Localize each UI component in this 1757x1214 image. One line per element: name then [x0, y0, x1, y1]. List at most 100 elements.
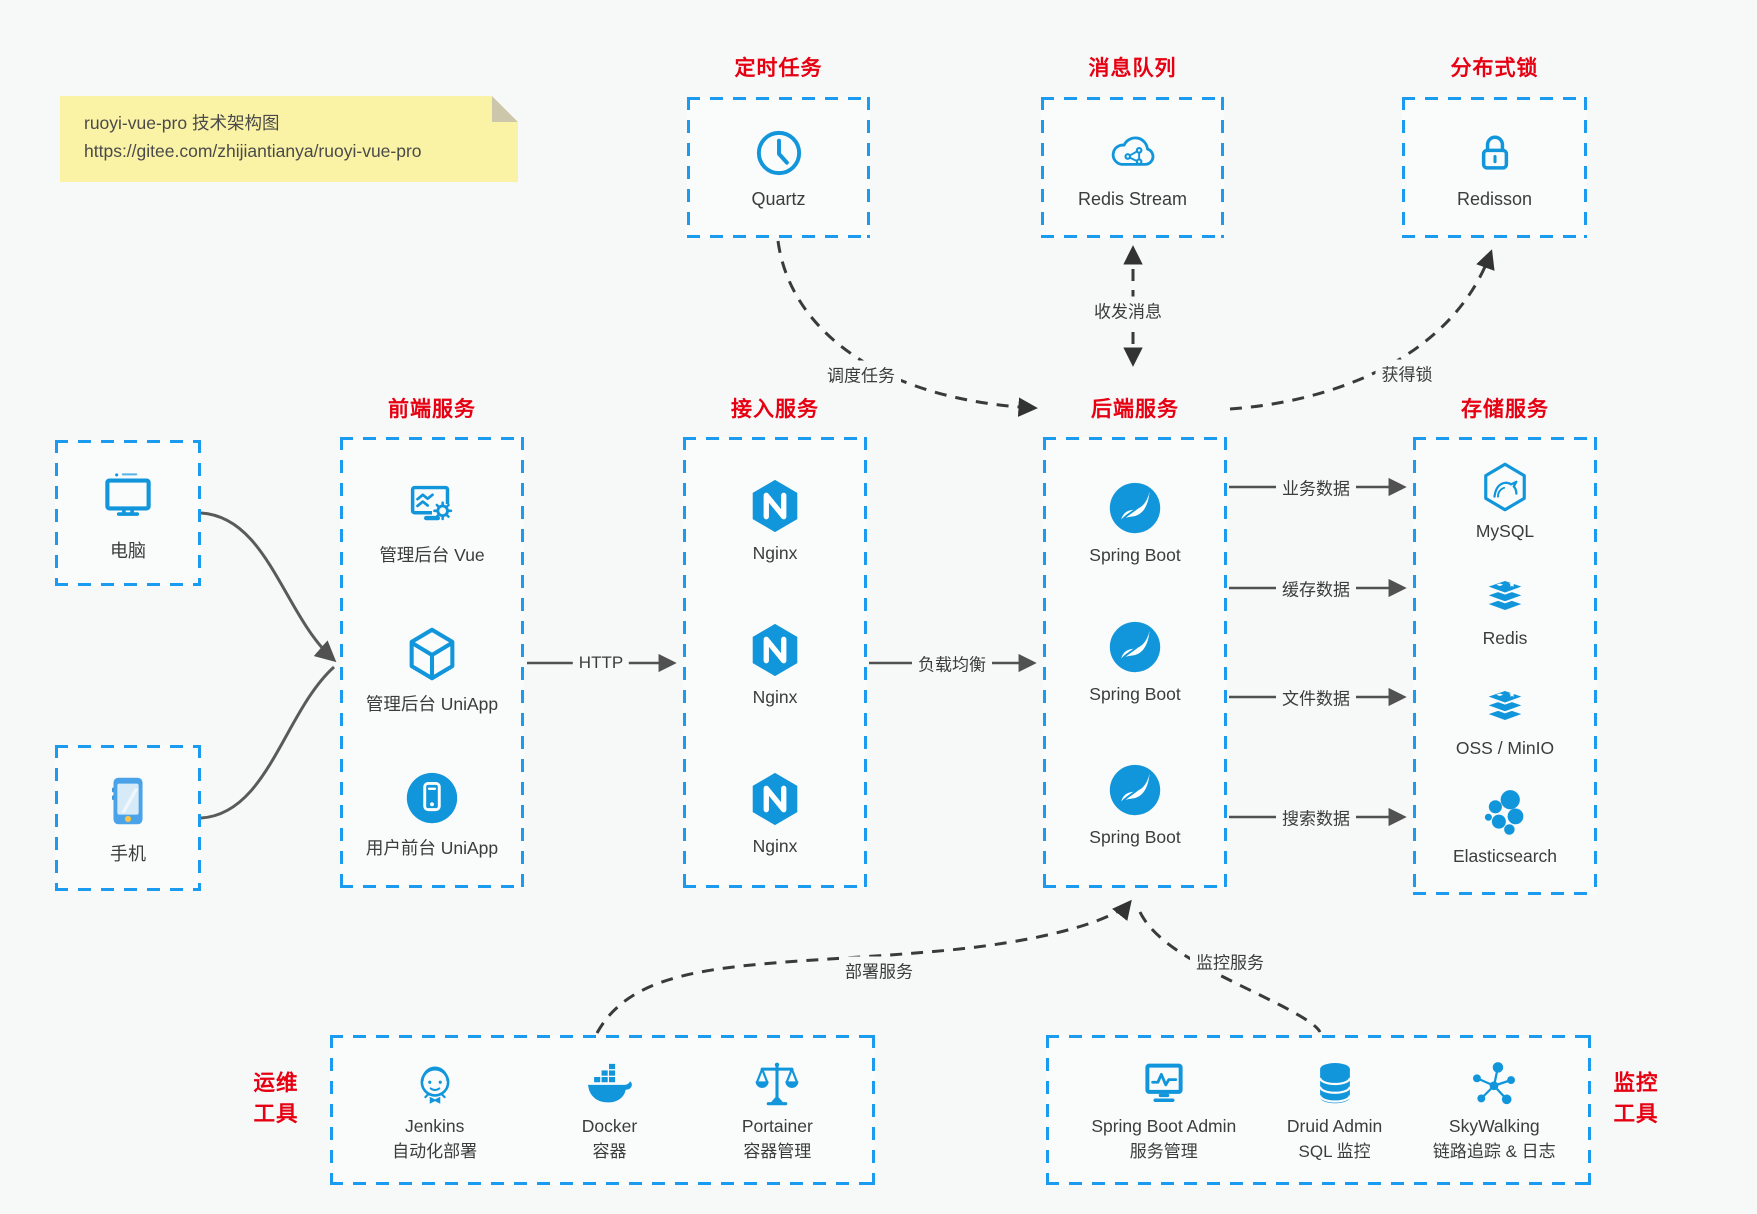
title-backend: 后端服务 [1091, 398, 1179, 421]
note-fold-cut [492, 96, 518, 122]
edge-label-schedule-task: 调度任务 [821, 360, 901, 388]
spring-boot-icon [1109, 482, 1161, 534]
jenkins-icon [420, 1066, 450, 1104]
monitor-tools-box: Spring Boot Admin 服务管理 Druid Admin SQL 监… [1046, 1035, 1591, 1185]
title-frontend: 前端服务 [388, 398, 476, 421]
edge-label-file-data: 文件数据 [1276, 683, 1356, 711]
edge-phone-to-frontend [200, 665, 336, 820]
item-label: OSS / MinIO [1455, 738, 1555, 758]
title-message-queue: 消息队列 [1088, 57, 1177, 80]
redis-stream-box: Redis Stream [1041, 97, 1224, 238]
lock-icon [1481, 135, 1508, 170]
tool-desc: 链路追踪 & 日志 [1432, 1142, 1556, 1161]
tool-desc: 自动化部署 [392, 1142, 478, 1161]
title-scheduled-task: 定时任务 [734, 57, 823, 80]
druid-icon [1318, 1063, 1351, 1104]
tool-name: Druid Admin [1286, 1116, 1383, 1136]
edge-label-cache-data: 缓存数据 [1276, 574, 1356, 602]
tool-desc: 容器 [592, 1142, 627, 1161]
portainer-icon [755, 1062, 799, 1106]
backend-item-springboot-1: Spring Boot [1043, 477, 1227, 566]
monitor-tools-title-line2: 工具 [1613, 1102, 1659, 1126]
item-label: 用户前台 UniApp [365, 838, 499, 858]
cloud-share-icon [1111, 136, 1154, 166]
edge-label-load-balance: 负载均衡 [912, 649, 992, 677]
edge-monitor-service [1138, 911, 1322, 1033]
tool-name: Portainer [741, 1116, 813, 1136]
spring-boot-admin-icon [1145, 1063, 1183, 1102]
docker-icon [588, 1063, 633, 1103]
tool-item-druid: Druid Admin SQL 监控 [1287, 1056, 1382, 1164]
note-title: ruoyi-vue-pro 技术架构图 [84, 113, 280, 133]
mysql-icon [1484, 462, 1526, 512]
frontend-item-admin-vue: 管理后台 Vue [340, 474, 524, 567]
smartphone-icon [112, 777, 143, 825]
storage-item-oss-minio: OSS / MinIO [1413, 676, 1597, 759]
tool-item-spring-boot-admin: Spring Boot Admin 服务管理 [1091, 1056, 1236, 1164]
ops-tools-title-line2: 工具 [253, 1102, 299, 1126]
ops-tools-title: 运维 工具 [240, 1068, 312, 1130]
tool-desc: 容器管理 [743, 1142, 812, 1161]
storage-item-redis: Redis [1413, 566, 1597, 649]
item-label: Nginx [752, 687, 798, 707]
monitor-tools-title-line1: 监控 [1613, 1071, 1659, 1095]
item-label: Spring Boot [1089, 684, 1181, 704]
redis-icon [1484, 579, 1526, 613]
gateway-item-nginx-2: Nginx [683, 619, 867, 708]
edge-label-deploy-service: 部署服务 [839, 956, 919, 984]
item-label: 管理后台 UniApp [365, 694, 499, 714]
item-label: Nginx [752, 543, 798, 563]
edge-acquire-lock [1229, 249, 1495, 411]
elasticsearch-icon [1484, 790, 1524, 835]
backend-box: Spring Boot Spring Boot Spring Boot [1043, 437, 1227, 888]
tool-desc: SQL 监控 [1298, 1142, 1371, 1161]
frontend-item-user-uniapp: 用户前台 UniApp [340, 767, 524, 860]
admin-vue-icon [410, 485, 453, 521]
item-label: MySQL [1475, 521, 1535, 541]
phone-client-box: 手机 [55, 745, 201, 891]
skywalking-icon [1473, 1062, 1516, 1105]
item-label: 管理后台 Vue [379, 545, 485, 565]
edge-label-acquire-lock: 获得锁 [1375, 359, 1439, 387]
gateway-box: Nginx Nginx Nginx [683, 437, 867, 888]
title-storage: 存储服务 [1461, 398, 1549, 421]
frontend-item-admin-uniapp: 管理后台 UniApp [340, 623, 524, 716]
note-url: https://gitee.com/zhijiantianya/ruoyi-vu… [84, 141, 422, 161]
edge-label-monitor-service: 监控服务 [1190, 947, 1270, 975]
redisson-box: Redisson [1402, 97, 1587, 238]
item-label: Spring Boot [1089, 827, 1181, 847]
spring-boot-icon [1109, 621, 1161, 673]
title-gateway: 接入服务 [731, 398, 819, 421]
edge-label-business-data: 业务数据 [1276, 473, 1356, 501]
monitor-tools-title: 监控 工具 [1600, 1068, 1672, 1130]
tool-name: Docker [581, 1116, 638, 1136]
gateway-item-nginx-3: Nginx [683, 768, 867, 857]
title-distributed-lock: 分布式锁 [1450, 57, 1539, 80]
user-uniapp-icon [406, 772, 458, 824]
desktop-icon [105, 473, 151, 516]
item-label: Nginx [752, 836, 798, 856]
oss-minio-icon [1484, 689, 1526, 723]
edge-label-http: HTTP [572, 652, 630, 674]
storage-item-mysql: MySQL [1413, 459, 1597, 542]
client-label: 手机 [110, 844, 146, 864]
spring-boot-icon [1109, 764, 1161, 816]
tool-item-portainer: Portainer 容器管理 [742, 1056, 813, 1164]
frontend-box: 管理后台 Vue 管理后台 UniApp 用户前台 UniApp [340, 437, 524, 888]
item-label: Spring Boot [1089, 545, 1181, 565]
tool-desc: 服务管理 [1129, 1142, 1198, 1161]
edge-pc-to-frontend [200, 511, 337, 663]
tool-item-skywalking: SkyWalking 链路追踪 & 日志 [1433, 1056, 1556, 1164]
sticky-note: ruoyi-vue-pro 技术架构图 https://gitee.com/zh… [60, 96, 518, 182]
gateway-item-nginx-1: Nginx [683, 475, 867, 564]
edge-schedule-task [776, 240, 1038, 417]
item-label: Quartz [751, 189, 806, 209]
edge-label-send-receive-message: 收发消息 [1088, 296, 1168, 324]
nginx-icon [752, 772, 798, 826]
storage-box: MySQL Redis OSS / MinIO Elasticsearch [1413, 437, 1597, 895]
storage-item-elasticsearch: Elasticsearch [1413, 784, 1597, 867]
ops-tools-title-line1: 运维 [253, 1071, 299, 1095]
clock-icon [756, 130, 801, 176]
nginx-icon [752, 479, 798, 533]
tool-item-jenkins: Jenkins 自动化部署 [392, 1056, 477, 1164]
